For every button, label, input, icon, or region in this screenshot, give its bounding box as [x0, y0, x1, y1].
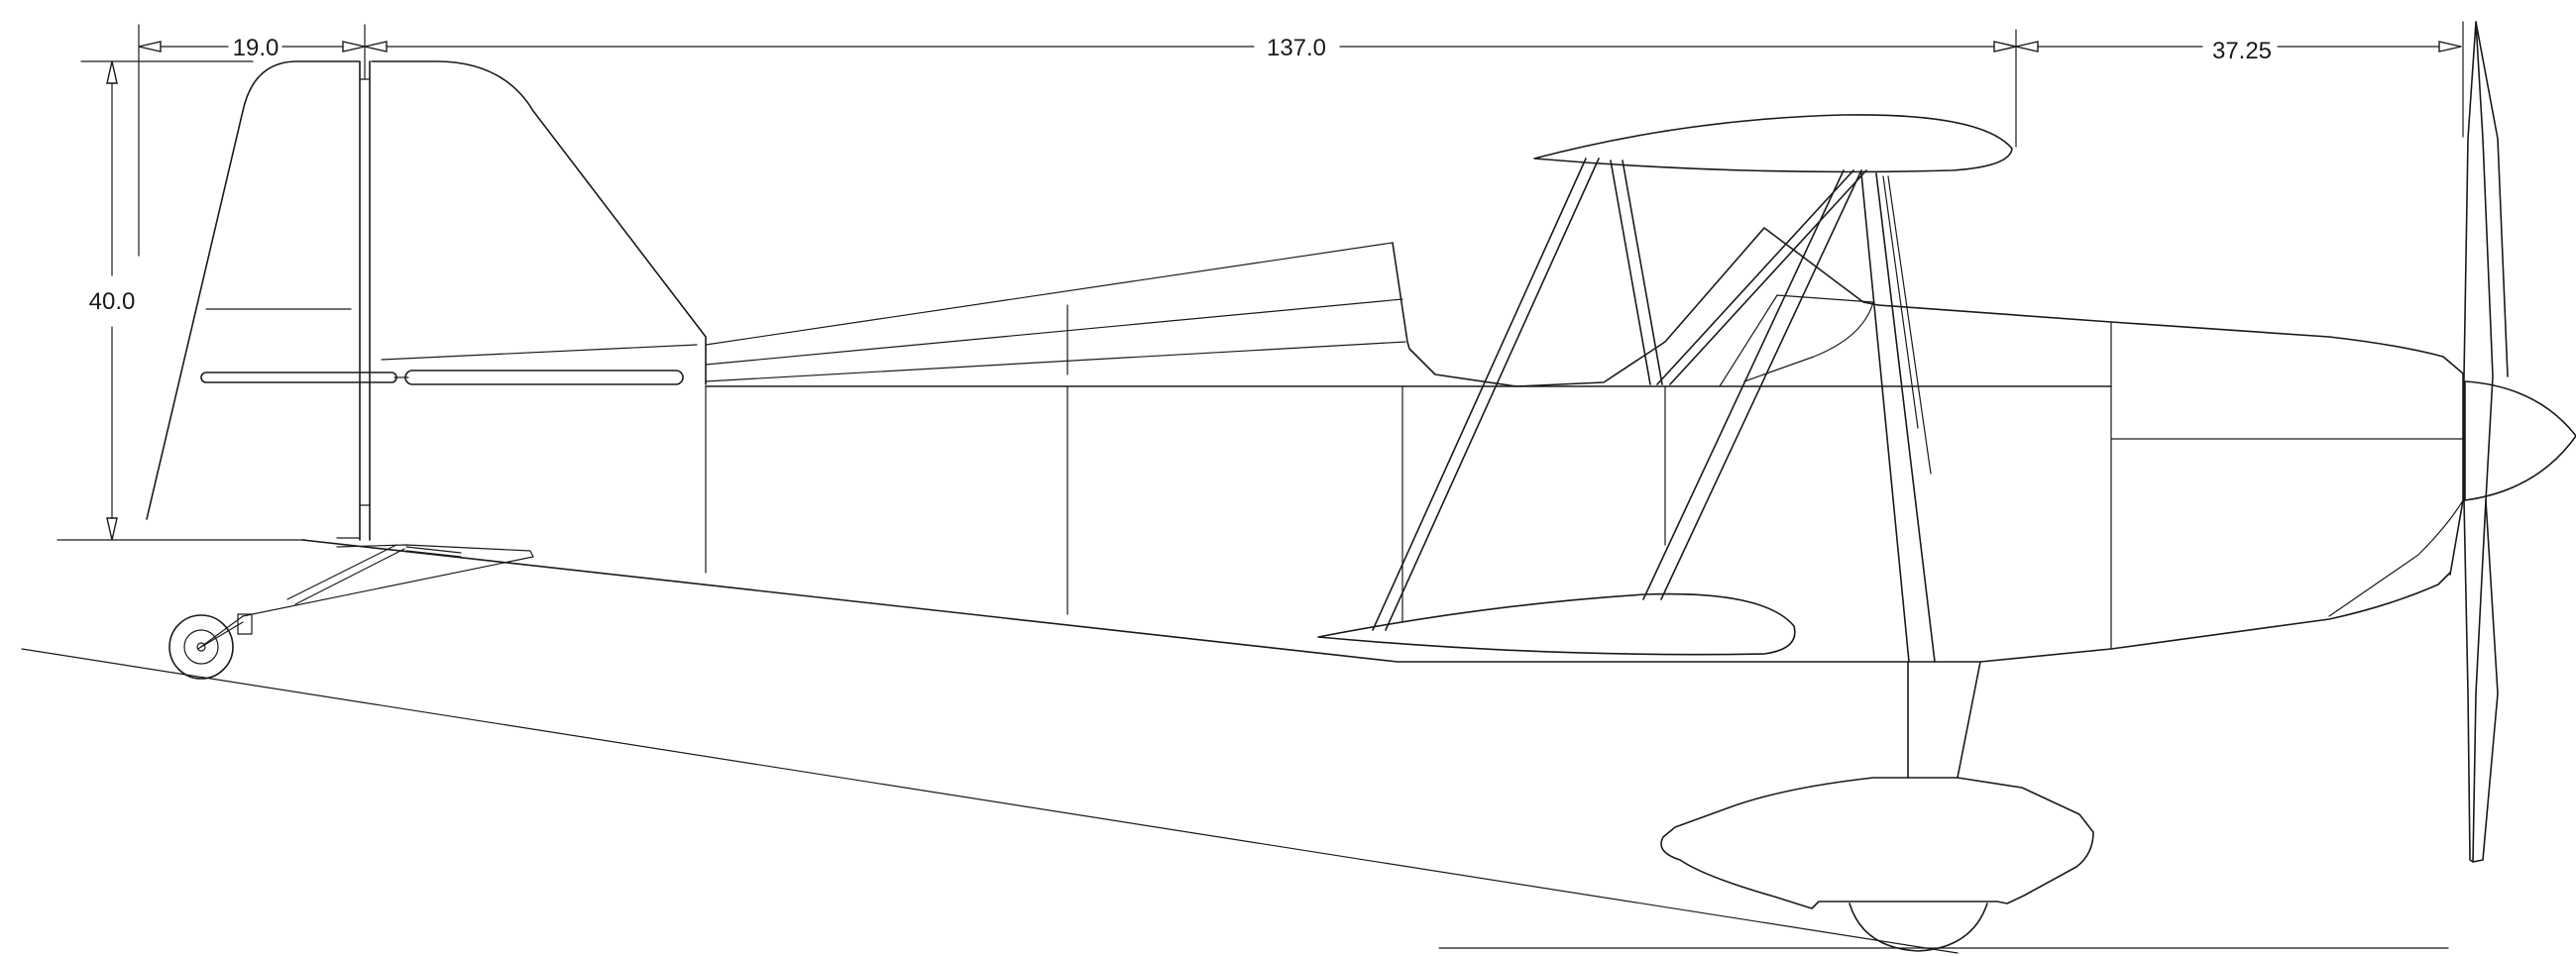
propeller [2463, 21, 2576, 863]
wing-struts [1372, 158, 1936, 663]
fuselage [301, 227, 2464, 663]
dimension-nose-length: 37.25 [2015, 21, 2464, 138]
lower-wing [1317, 592, 1796, 656]
upper-wing [1533, 114, 2013, 173]
dimension-label-overall-length: 137.0 [1267, 35, 1326, 61]
ground-lines [21, 648, 2449, 954]
main-landing-gear [1660, 661, 2094, 952]
tail-wheel-assembly [168, 544, 534, 680]
horizontal-stabilizer [200, 370, 684, 385]
vertical-tail [146, 60, 707, 541]
dimension-label-nose-length: 37.25 [2212, 38, 2272, 64]
dimension-tail-chord: 19.0 [138, 24, 366, 257]
dimension-label-tail-height: 40.0 [89, 288, 136, 315]
dimension-overall-length: 137.0 [364, 29, 2017, 148]
dimension-label-tail-chord: 19.0 [233, 35, 280, 61]
dimension-tail-height: 40.0 [56, 60, 306, 541]
